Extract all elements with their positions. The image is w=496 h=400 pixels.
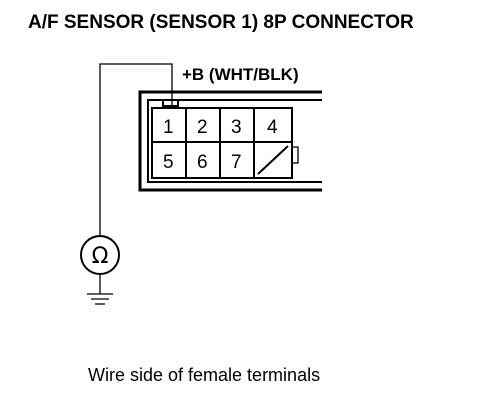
terminal-number: 5 (163, 152, 174, 173)
terminal-numbers: 1 2 3 4 5 6 7 (163, 117, 278, 173)
terminal-number: 2 (197, 117, 208, 138)
terminal-number: 1 (163, 117, 174, 138)
terminal-grid (151, 107, 299, 179)
empty-cavity-slash (257, 145, 289, 175)
ground-icon (87, 274, 113, 305)
probe-wire (99, 63, 173, 236)
terminal-number: 7 (231, 152, 242, 173)
ohmmeter: Ω (80, 235, 120, 275)
ohm-symbol-icon: Ω (92, 244, 109, 269)
terminal-number: 4 (267, 117, 278, 138)
diagram-title: A/F SENSOR (SENSOR 1) 8P CONNECTOR (28, 12, 414, 33)
wire-label: +B (WHT/BLK) (182, 65, 299, 84)
diagram-caption: Wire side of female terminals (88, 365, 320, 385)
connector-key (291, 146, 299, 164)
terminal-number: 6 (197, 152, 208, 173)
connector-housing (138, 90, 322, 192)
terminal-number: 3 (231, 117, 242, 138)
